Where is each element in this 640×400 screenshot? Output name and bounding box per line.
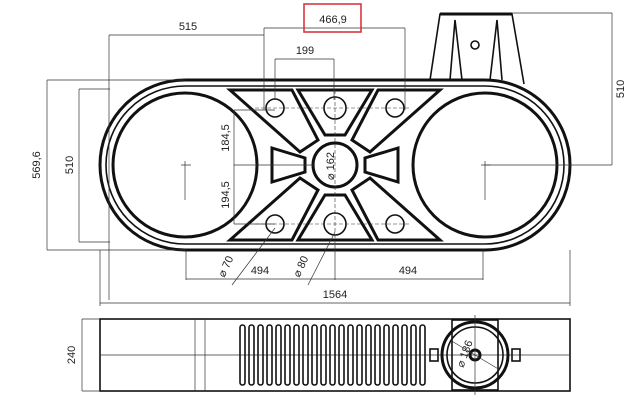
highlight-box xyxy=(303,3,362,33)
vent-slot xyxy=(383,324,390,386)
inner-profile xyxy=(105,85,565,245)
dim-small-diameter: ⌀ 70 xyxy=(216,254,236,279)
outer-profile xyxy=(98,78,572,252)
dim-510-tower: 510 xyxy=(615,80,627,98)
vent-slot xyxy=(329,324,336,386)
dim-466-9: 466,9 xyxy=(319,14,347,26)
dim-494-right: 494 xyxy=(399,265,417,277)
dim-515: 515 xyxy=(179,21,197,33)
vent-slot xyxy=(266,324,273,386)
dim-194-5: 194,5 xyxy=(220,181,232,209)
dim-1564: 1564 xyxy=(323,289,347,301)
hole xyxy=(385,98,405,118)
dim-184-5: 184,5 xyxy=(220,124,232,152)
vent-slot xyxy=(284,324,291,386)
vent-slot xyxy=(311,324,318,386)
vent-slot xyxy=(338,324,345,386)
side-view: 240 ⌀ 186 xyxy=(66,315,571,395)
dim-opening-diameter: ⌀ 186 xyxy=(455,339,476,369)
vent-slot xyxy=(320,324,327,386)
vent-slot xyxy=(239,324,246,386)
vent-slot xyxy=(275,324,282,386)
tower xyxy=(429,12,525,85)
vent-slot xyxy=(347,324,354,386)
dim-medium-diameter: ⌀ 80 xyxy=(291,254,311,279)
dim-199: 199 xyxy=(296,45,314,57)
vent-slots xyxy=(239,324,426,386)
vent-slot xyxy=(401,324,408,386)
dim-569-6: 569,6 xyxy=(31,151,43,179)
vent-slot xyxy=(374,324,381,386)
vent-slot xyxy=(293,324,300,386)
vent-slot xyxy=(257,324,264,386)
dim-240: 240 xyxy=(66,346,78,364)
vent-slot xyxy=(302,324,309,386)
dim-center-diameter: ⌀ 162 xyxy=(325,152,337,180)
hole xyxy=(385,214,405,234)
vent-slot xyxy=(419,324,426,386)
vent-slot xyxy=(365,324,372,386)
vent-slot xyxy=(356,324,363,386)
dim-510-body: 510 xyxy=(64,156,76,174)
dimension-lines xyxy=(46,12,613,306)
top-view: 515 466,9 199 510 569,6 510 184,5 194,5 … xyxy=(31,3,627,306)
vent-slot xyxy=(392,324,399,386)
dim-494-left: 494 xyxy=(251,265,269,277)
vent-slot xyxy=(410,324,417,386)
vent-slot xyxy=(248,324,255,386)
rib-structure xyxy=(226,88,444,242)
